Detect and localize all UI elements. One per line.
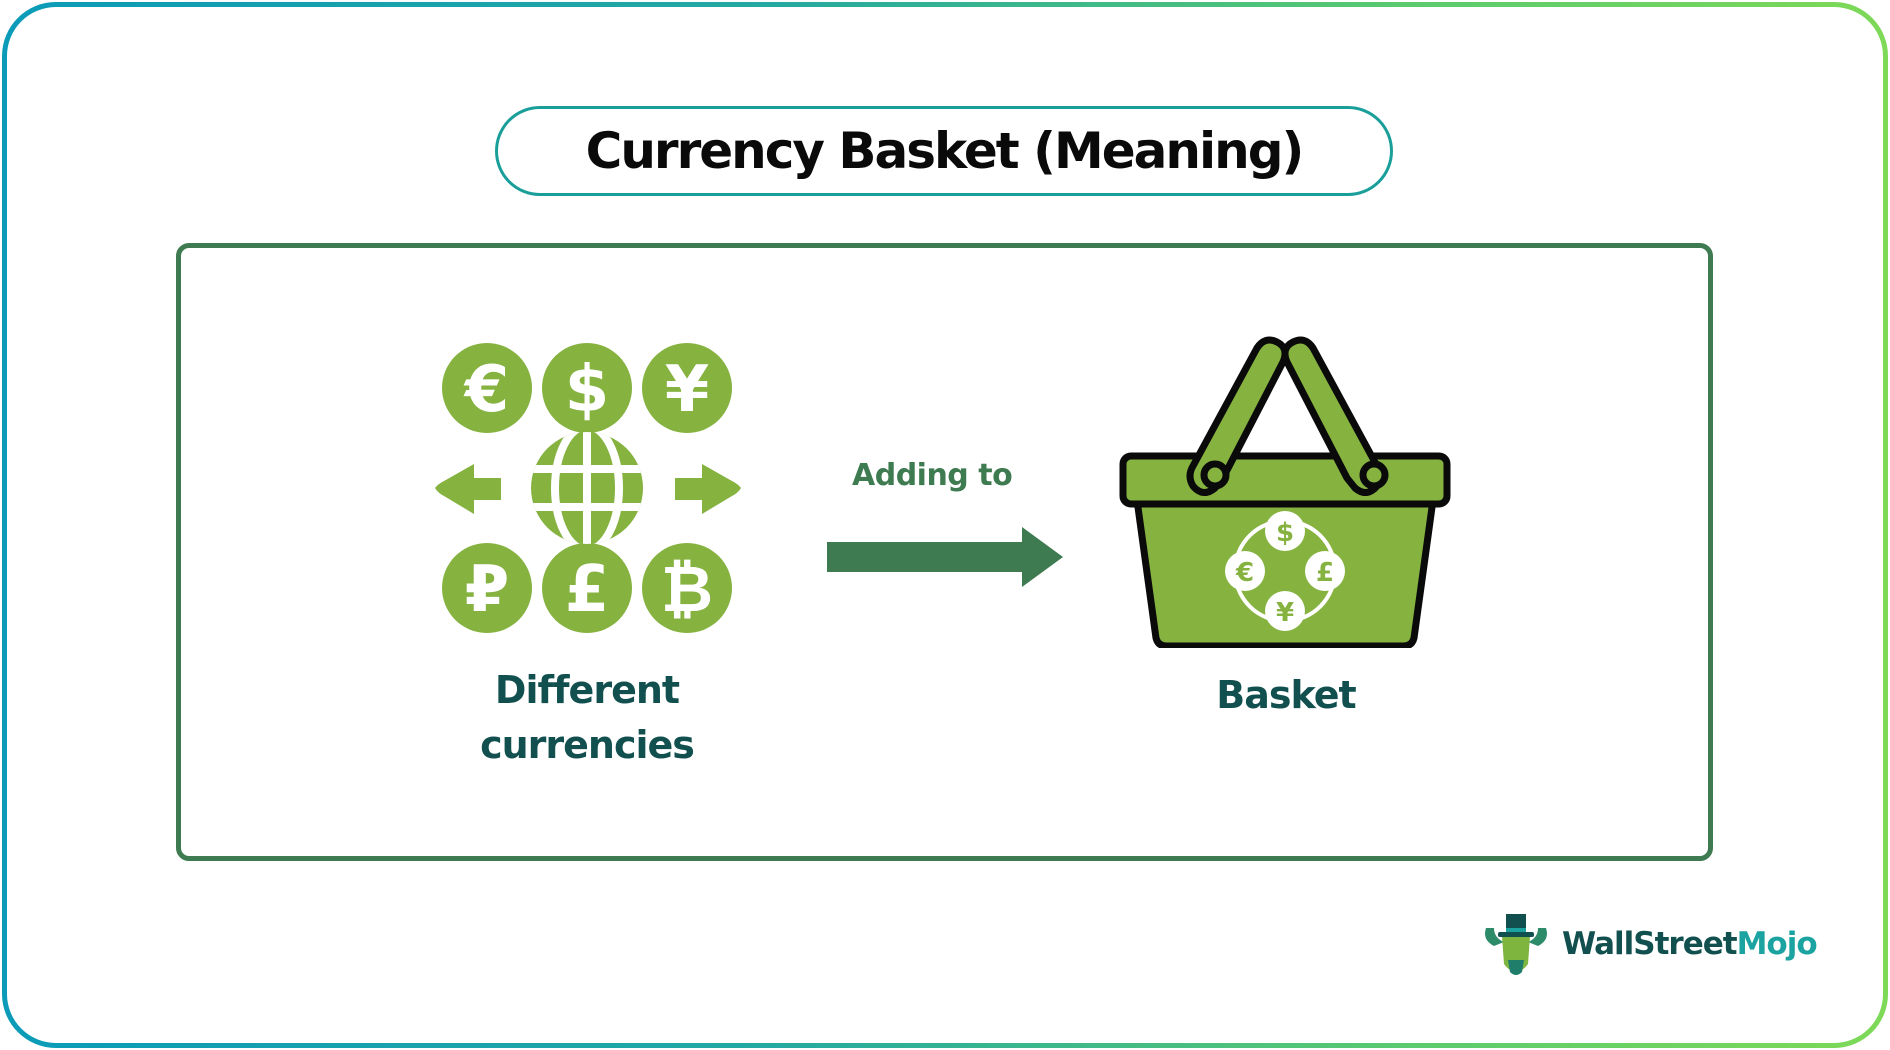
different-currencies-label: Different currencies: [447, 663, 727, 773]
svg-text:₽: ₽: [465, 553, 510, 627]
bull-mascot-icon: [1485, 914, 1547, 975]
adding-to-label: Adding to: [852, 458, 1013, 493]
currencies-cluster-icon: € $ ¥ ₽ £ ₿: [435, 343, 741, 633]
svg-text:¥: ¥: [1276, 598, 1294, 628]
page-title: Currency Basket (Meaning): [585, 122, 1305, 180]
basket-icon: $ € £ ¥: [1119, 336, 1451, 648]
globe-icon: [531, 432, 643, 544]
bitcoin-coin-icon: [642, 543, 732, 633]
svg-text:¥: ¥: [665, 353, 710, 427]
basket-currency-ring-icon: $ € £ ¥: [1225, 511, 1345, 631]
yen-coin-icon: [642, 343, 732, 433]
svg-text:€: €: [463, 353, 510, 427]
svg-text:€: €: [1235, 558, 1254, 588]
svg-text:$: $: [565, 353, 610, 427]
svg-text:₿: ₿: [661, 553, 713, 627]
label-line-1: Different: [494, 668, 680, 712]
ruble-coin-icon: [442, 543, 532, 633]
diagram-frame: [176, 243, 1713, 861]
svg-text:$: $: [1276, 518, 1294, 548]
dollar-coin-icon: [542, 343, 632, 433]
arrow-right-icon: [827, 527, 1063, 587]
title-pill: Currency Basket (Meaning): [495, 106, 1393, 196]
arrow-left-icon: [435, 464, 501, 514]
wallstreetmojo-logo: WallStreetMojo: [1480, 908, 1818, 980]
svg-text:£: £: [565, 553, 610, 627]
svg-text:£: £: [1316, 558, 1334, 588]
pound-coin-icon: [542, 543, 632, 633]
logo-text-mojo: Mojo: [1736, 926, 1818, 962]
arrow-right-small-icon: [675, 464, 741, 514]
basket-label: Basket: [1216, 673, 1356, 717]
label-line-2: currencies: [480, 723, 695, 767]
euro-coin-icon: [442, 343, 532, 433]
logo-text-wallstreet: WallStreet: [1562, 926, 1738, 962]
